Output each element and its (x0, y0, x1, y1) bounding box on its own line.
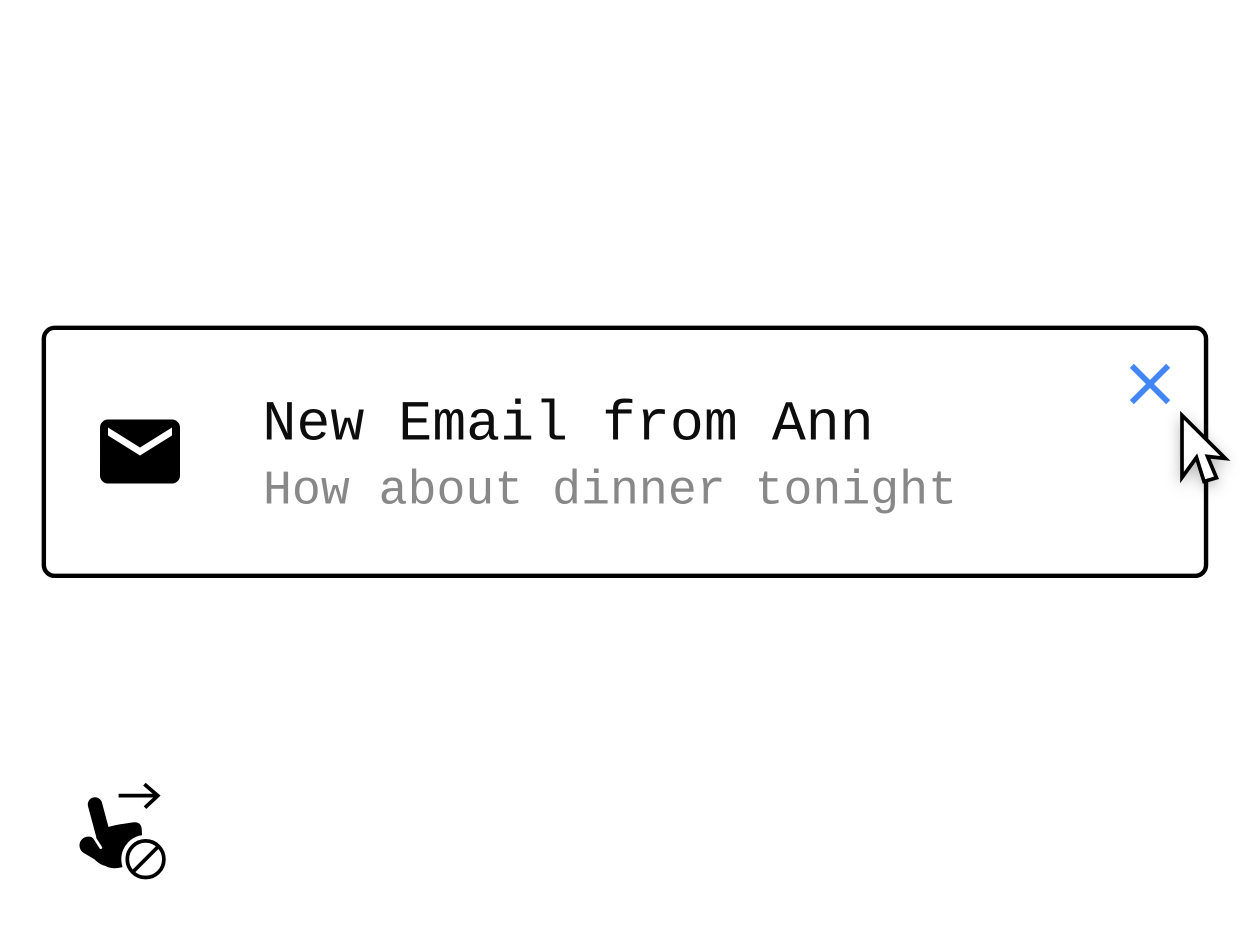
svg-text:New Email from Ann: New Email from Ann (262, 393, 873, 457)
svg-text:How about dinner tonight: How about dinner tonight (263, 465, 957, 519)
